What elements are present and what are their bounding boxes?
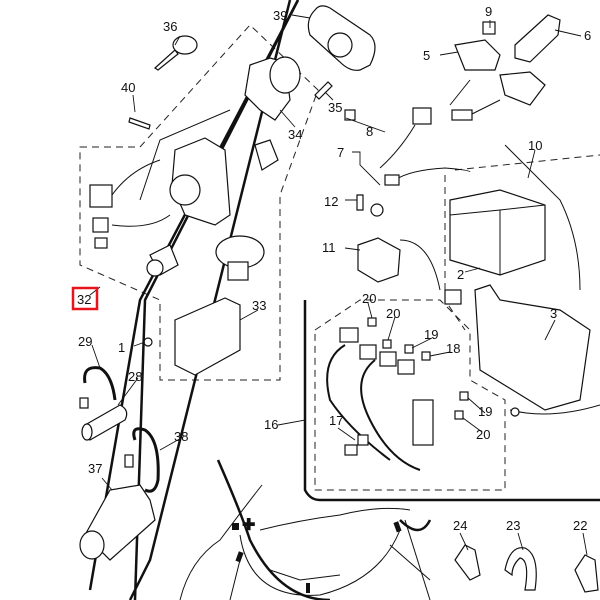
clamp-part-23 bbox=[504, 547, 537, 591]
label-8: 8 bbox=[366, 124, 373, 139]
bolt-part-12 bbox=[356, 194, 364, 211]
connector-marker bbox=[393, 521, 402, 533]
connector-marker bbox=[235, 551, 244, 563]
clip-part-29 bbox=[83, 366, 117, 401]
scooter-body-outline bbox=[179, 484, 431, 600]
fuse-part-20 bbox=[367, 317, 377, 327]
label-18: 18 bbox=[446, 341, 460, 356]
battery-part-2 bbox=[449, 189, 546, 276]
cdi-unit-part-33 bbox=[174, 297, 241, 376]
label-36: 36 bbox=[163, 19, 177, 34]
label-23: 23 bbox=[506, 518, 520, 533]
clamp-part-22 bbox=[574, 554, 599, 593]
washer-part-1 bbox=[143, 337, 153, 347]
fuse-part-20 bbox=[454, 410, 464, 420]
screw-part-40 bbox=[128, 117, 151, 130]
part-37 bbox=[79, 454, 156, 561]
key-part-36 bbox=[154, 35, 198, 71]
cover-part-6 bbox=[514, 14, 561, 63]
label-24: 24 bbox=[453, 518, 467, 533]
fuse-part-18 bbox=[421, 351, 431, 361]
connector-marker bbox=[306, 583, 310, 593]
sensor-part-28 bbox=[79, 397, 128, 441]
fuse-part-19 bbox=[404, 344, 414, 354]
harness-box-border bbox=[303, 300, 600, 502]
label-12: 12 bbox=[324, 194, 338, 209]
clamp-part-24 bbox=[454, 544, 481, 581]
wire-harness-part-16 bbox=[326, 327, 434, 471]
strap-part-38 bbox=[132, 427, 160, 493]
fuse-part-17 bbox=[357, 434, 369, 446]
harness-group-outline bbox=[314, 299, 506, 491]
plus-marker-icon: ✚ bbox=[242, 517, 255, 534]
main-switch-assembly bbox=[89, 137, 279, 281]
highlight-box-32 bbox=[71, 286, 99, 311]
label-29: 29 bbox=[78, 334, 92, 349]
label-7: 7 bbox=[337, 145, 344, 160]
label-32[interactable]: 32 bbox=[77, 292, 91, 307]
leader-lines bbox=[89, 14, 588, 556]
label-38: 38 bbox=[174, 429, 188, 444]
label-2: 2 bbox=[457, 267, 464, 282]
label-3: 3 bbox=[550, 306, 557, 321]
label-39: 39 bbox=[273, 8, 287, 23]
label-20: 20 bbox=[386, 306, 400, 321]
label-40: 40 bbox=[121, 80, 135, 95]
label-1: 1 bbox=[118, 340, 125, 355]
frame-divider bbox=[88, 0, 300, 591]
label-20: 20 bbox=[362, 291, 376, 306]
label-28: 28 bbox=[128, 369, 142, 384]
label-16: 16 bbox=[264, 417, 278, 432]
label-11: 11 bbox=[322, 240, 336, 255]
battery-box-part-3 bbox=[474, 284, 600, 417]
relay-part-5 bbox=[449, 39, 546, 121]
label-34: 34 bbox=[288, 127, 302, 142]
label-33: 33 bbox=[252, 298, 266, 313]
label-20: 20 bbox=[476, 427, 490, 442]
label-17: 17 bbox=[329, 413, 343, 428]
lock-cylinder-part-34 bbox=[139, 56, 301, 201]
label-19: 19 bbox=[478, 404, 492, 419]
label-22: 22 bbox=[573, 518, 587, 533]
harness-route bbox=[239, 529, 401, 596]
label-37: 37 bbox=[88, 461, 102, 476]
starter-relay-part-11 bbox=[357, 237, 462, 305]
label-10: 10 bbox=[528, 138, 542, 153]
fuse-part-9 bbox=[482, 21, 496, 35]
label-6: 6 bbox=[584, 28, 591, 43]
lead-part-7 bbox=[344, 107, 471, 217]
label-35: 35 bbox=[328, 100, 342, 115]
ignition-group-outline bbox=[79, 24, 319, 381]
label-19: 19 bbox=[424, 327, 438, 342]
cable-part-10 bbox=[504, 144, 581, 291]
fuse-part-19 bbox=[459, 391, 469, 401]
screw-part-35 bbox=[314, 81, 333, 100]
cover-part-39 bbox=[307, 5, 376, 71]
fuse-part-20 bbox=[382, 339, 392, 349]
connector-marker bbox=[232, 523, 239, 530]
label-5: 5 bbox=[423, 48, 430, 63]
label-9: 9 bbox=[485, 4, 492, 19]
